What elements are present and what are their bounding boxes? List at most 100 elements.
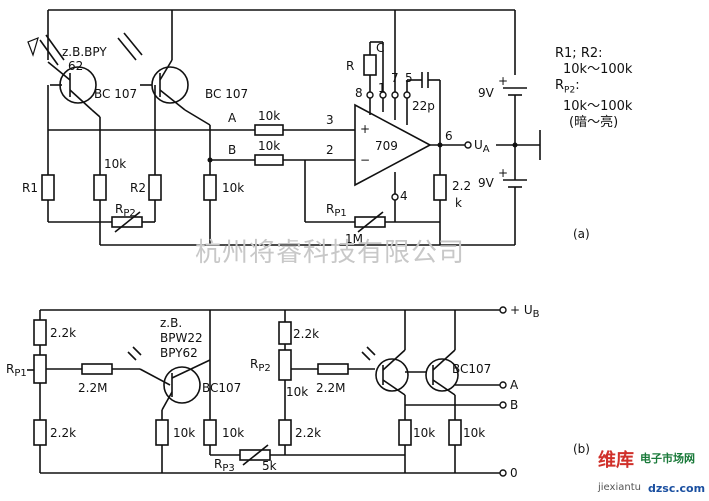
r10k-left-label: 10k: [104, 157, 126, 171]
ra-label: 10k: [258, 109, 280, 123]
resistor-b-10k-2: [203, 419, 217, 446]
b-transistor-right: [425, 358, 459, 392]
logo-line1: 维库: [598, 450, 634, 471]
b-r22m-2-label: 2.2M: [316, 381, 345, 395]
resistor-2k2-1: [33, 319, 47, 346]
rb-label: 10k: [258, 139, 280, 153]
resistor-10k-mid: [203, 174, 217, 201]
r-top-label: R: [346, 59, 354, 73]
opamp-709: [354, 103, 432, 187]
pin1-label: 1: [378, 81, 386, 95]
cap-c-label: C: [376, 41, 384, 55]
pin5-label: 5: [405, 71, 413, 85]
note-line5: (暗～亮): [569, 114, 619, 130]
r-out-label-a: 2.2: [452, 179, 471, 193]
resistor-a: [254, 124, 284, 136]
b-photo-label3: BPY62: [160, 346, 198, 360]
output-ua-label: UA: [474, 138, 490, 155]
resistor-10k-left: [93, 174, 107, 201]
b-rp3-value: 5k: [262, 459, 277, 473]
potentiometer-b-rp1: [33, 354, 47, 384]
logo-line2: 电子市场网: [640, 452, 695, 465]
r10k-mid-label: 10k: [222, 181, 244, 195]
t1-num-label: 62: [68, 59, 83, 73]
potentiometer-b-rp2: [278, 349, 292, 381]
pin8-label: 8: [355, 86, 363, 100]
opamp-plus: +: [360, 122, 370, 136]
b-r10k-3-label: 10k: [286, 385, 308, 399]
r-out-label-b: k: [455, 196, 462, 210]
pin7-label: 7: [391, 71, 399, 85]
bat-bot-label: 9V: [478, 176, 495, 190]
pin4-label: 4: [400, 189, 408, 203]
bat-top-label: 9V: [478, 86, 495, 100]
b-r10k-4-label: 10k: [413, 426, 435, 440]
resistor-2m2-right: [317, 363, 349, 375]
b-tr-right-label: BC107: [452, 362, 491, 376]
b-transistor-left: [163, 366, 201, 404]
pin3-label: 3: [326, 113, 334, 127]
logo-url: jiexiantu: [598, 482, 641, 493]
b-r22k-1-label: 2.2k: [50, 326, 76, 340]
b-r22m-1-label: 2.2M: [78, 381, 107, 395]
circuit-a: z.B.BPY 62 BC 107 BC 107 R1 10k: [22, 9, 590, 246]
resistor-2k2-2: [33, 419, 47, 446]
phototransistor-2: [117, 10, 211, 126]
resistor-r1: [41, 174, 55, 201]
note-line3: RP2:: [555, 78, 580, 96]
resistor-2k2-out: [433, 174, 447, 201]
b-phototransistor-right: [375, 358, 409, 392]
bat-bot-plus: +: [498, 166, 508, 180]
label-b: (b): [573, 442, 590, 456]
resistor-r-top: [363, 54, 377, 76]
phototransistor-1: [27, 34, 101, 118]
b-photo-label1: z.B.: [160, 316, 182, 330]
note-line1: R1; R2:: [555, 46, 603, 61]
resistor-b-10k-1: [155, 419, 169, 446]
b-rp1-label: RP1: [6, 362, 27, 379]
t1-type-label: z.B.BPY: [62, 45, 107, 59]
b-out-ub-label: + UB: [510, 303, 540, 320]
cap-22p-label: 22p: [412, 99, 435, 113]
b-rp2-label: RP2: [250, 357, 271, 374]
resistor-2m2-left: [81, 363, 113, 375]
label-a: (a): [573, 227, 590, 241]
b-rp3-label: RP3: [214, 457, 235, 474]
t1-model-label: BC 107: [94, 87, 137, 101]
watermark: 杭州将睿科技有限公司: [195, 238, 466, 268]
bat-top-plus: +: [498, 74, 508, 88]
b-r10k-2-label: 10k: [222, 426, 244, 440]
rp2-label: RP2: [115, 202, 136, 219]
node-a-label: A: [228, 111, 237, 125]
resistor-b-10k-4: [398, 419, 412, 446]
b-r22k-4-label: 2.2k: [295, 426, 321, 440]
pin6-label: 6: [445, 129, 453, 143]
b-tr-left-label: BC107: [202, 381, 241, 395]
t2-model-label: BC 107: [205, 87, 248, 101]
notes-block: R1; R2: 10k～100k RP2: 10k～100k (暗～亮): [555, 46, 632, 131]
b-out-b-label: B: [510, 398, 518, 412]
resistor-r2: [148, 174, 162, 201]
rp1-value: 1M: [345, 232, 363, 246]
circuit-b: 2.2k RP1 2.2k 2.2M z.B. BPW22 BPY62 BC10…: [6, 303, 590, 480]
resistor-b: [254, 154, 284, 166]
logo-site: dzsc.com: [648, 482, 706, 495]
b-r22k-2-label: 2.2k: [50, 426, 76, 440]
note-line2: 10k～100k: [563, 62, 633, 77]
b-r10k-5-label: 10k: [463, 426, 485, 440]
b-out-0-label: 0: [510, 466, 518, 480]
r1-label: R1: [22, 181, 38, 195]
resistor-b-10k-5: [448, 419, 462, 446]
b-out-a-label: A: [510, 378, 519, 392]
resistor-2k2-4: [278, 419, 292, 446]
opamp-minus: −: [360, 153, 370, 167]
resistor-2k2-3: [278, 321, 292, 345]
node-b-label: B: [228, 143, 236, 157]
site-logo: 维库 电子市场网 jiexiantu dzsc.com: [598, 446, 706, 498]
rp1-label: RP1: [326, 202, 347, 219]
r2-label: R2: [130, 181, 146, 195]
note-line4: 10k～100k: [563, 98, 633, 114]
pin2-label: 2: [326, 143, 334, 157]
b-photo-label2: BPW22: [160, 331, 203, 345]
